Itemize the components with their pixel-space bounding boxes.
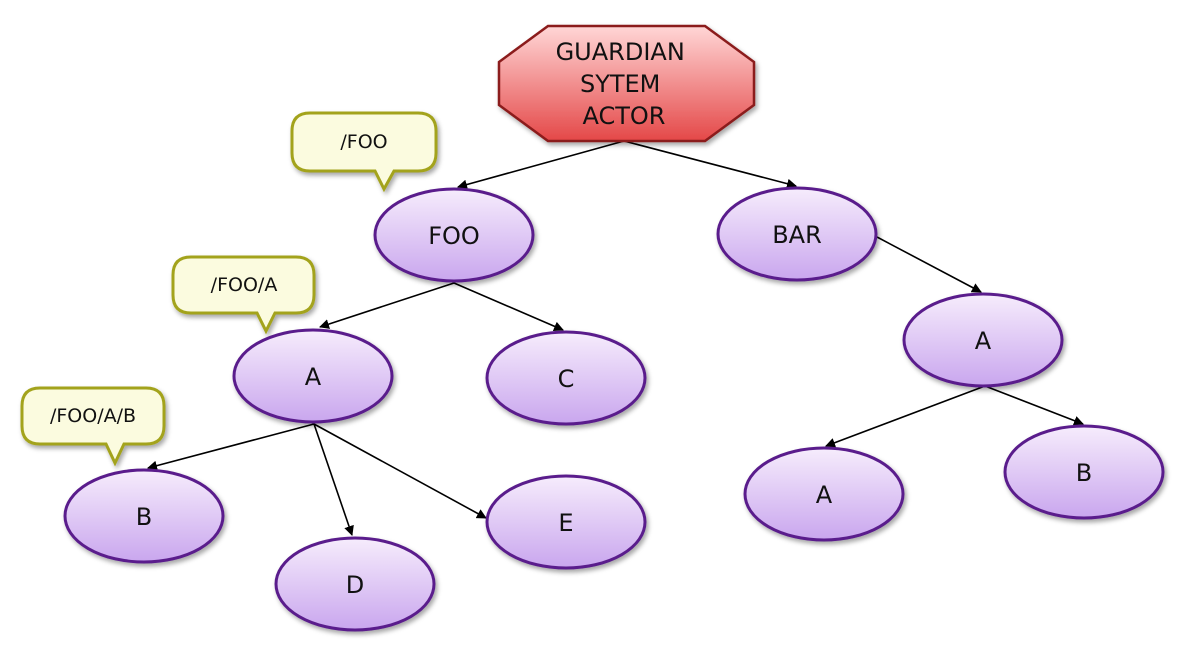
- callout-foo: /FOO: [290, 111, 438, 193]
- edge-root-foo: [457, 140, 625, 190]
- node-foo-a-b: B: [63, 468, 225, 564]
- edge-bar-a-b: [984, 385, 1084, 426]
- edge-root-bar: [623, 140, 797, 189]
- callout-foo-a-b-shape: [20, 386, 166, 467]
- node-bar-a-shape: [902, 292, 1064, 388]
- node-foo-a-d-label: D: [346, 571, 364, 599]
- node-foo-c-label: C: [558, 365, 575, 393]
- node-foo: FOO: [373, 187, 535, 283]
- node-bar-a-a-shape: [743, 446, 905, 542]
- node-foo-a-d: D: [274, 536, 436, 632]
- callout-foo-a-label: /FOO/A: [211, 274, 278, 296]
- edge-bar-a-a: [825, 385, 986, 448]
- node-foo-a-e-label: E: [558, 509, 573, 537]
- node-foo-a-label: A: [305, 363, 322, 391]
- node-bar-a-b-label: B: [1076, 459, 1092, 487]
- node-foo-c-shape: [485, 330, 647, 426]
- edges: [147, 140, 1084, 536]
- svg-text:GUARDIAN SYTEM ACT: GUARDIAN SYTEM ACTOR: [556, 38, 693, 130]
- callout-foo-a: /FOO/A: [171, 255, 316, 335]
- node-bar-shape: [716, 186, 878, 282]
- node-foo-a-e-shape: [485, 474, 647, 570]
- root-label-line-1: GUARDIAN: [556, 38, 685, 66]
- edge-foo-c: [453, 282, 564, 332]
- node-foo-a-b-shape: [63, 468, 225, 564]
- root-label-line-2: SYTEM: [580, 70, 660, 98]
- node-foo-a-b-label: B: [136, 503, 152, 531]
- edge-a-b: [147, 423, 315, 471]
- node-bar: BAR: [716, 186, 878, 282]
- node-bar-a-b: B: [1003, 424, 1165, 520]
- root-node-guardian: GUARDIAN SYTEM ACTOR: [497, 24, 756, 143]
- node-bar-a-a: A: [743, 446, 905, 542]
- edge-a-e: [313, 423, 487, 519]
- callout-foo-a-b-label: /FOO/A/B: [50, 405, 136, 427]
- node-bar-a-label: A: [975, 327, 992, 355]
- node-foo-a-shape: [232, 328, 394, 424]
- node-foo-shape: [373, 187, 535, 283]
- callout-foo-shape: [290, 111, 438, 193]
- node-bar-a-b-shape: [1003, 424, 1165, 520]
- root-label-line-3: ACTOR: [583, 102, 666, 130]
- node-bar-a: A: [902, 292, 1064, 388]
- edge-a-d: [313, 423, 354, 536]
- node-foo-c: C: [485, 330, 647, 426]
- callout-foo-label: /FOO: [340, 131, 387, 153]
- edge-foo-a: [319, 282, 455, 329]
- node-foo-a-d-shape: [274, 536, 436, 632]
- callout-foo-a-b: /FOO/A/B: [20, 386, 166, 467]
- node-foo-a: A: [232, 328, 394, 424]
- callout-foo-a-shape: [171, 255, 316, 335]
- node-bar-a-a-label: A: [816, 481, 833, 509]
- node-foo-a-e: E: [485, 474, 647, 570]
- node-bar-label: BAR: [772, 221, 822, 249]
- root-octagon-shape: [497, 24, 756, 143]
- edge-bar-a: [876, 236, 982, 293]
- node-foo-label: FOO: [428, 222, 480, 250]
